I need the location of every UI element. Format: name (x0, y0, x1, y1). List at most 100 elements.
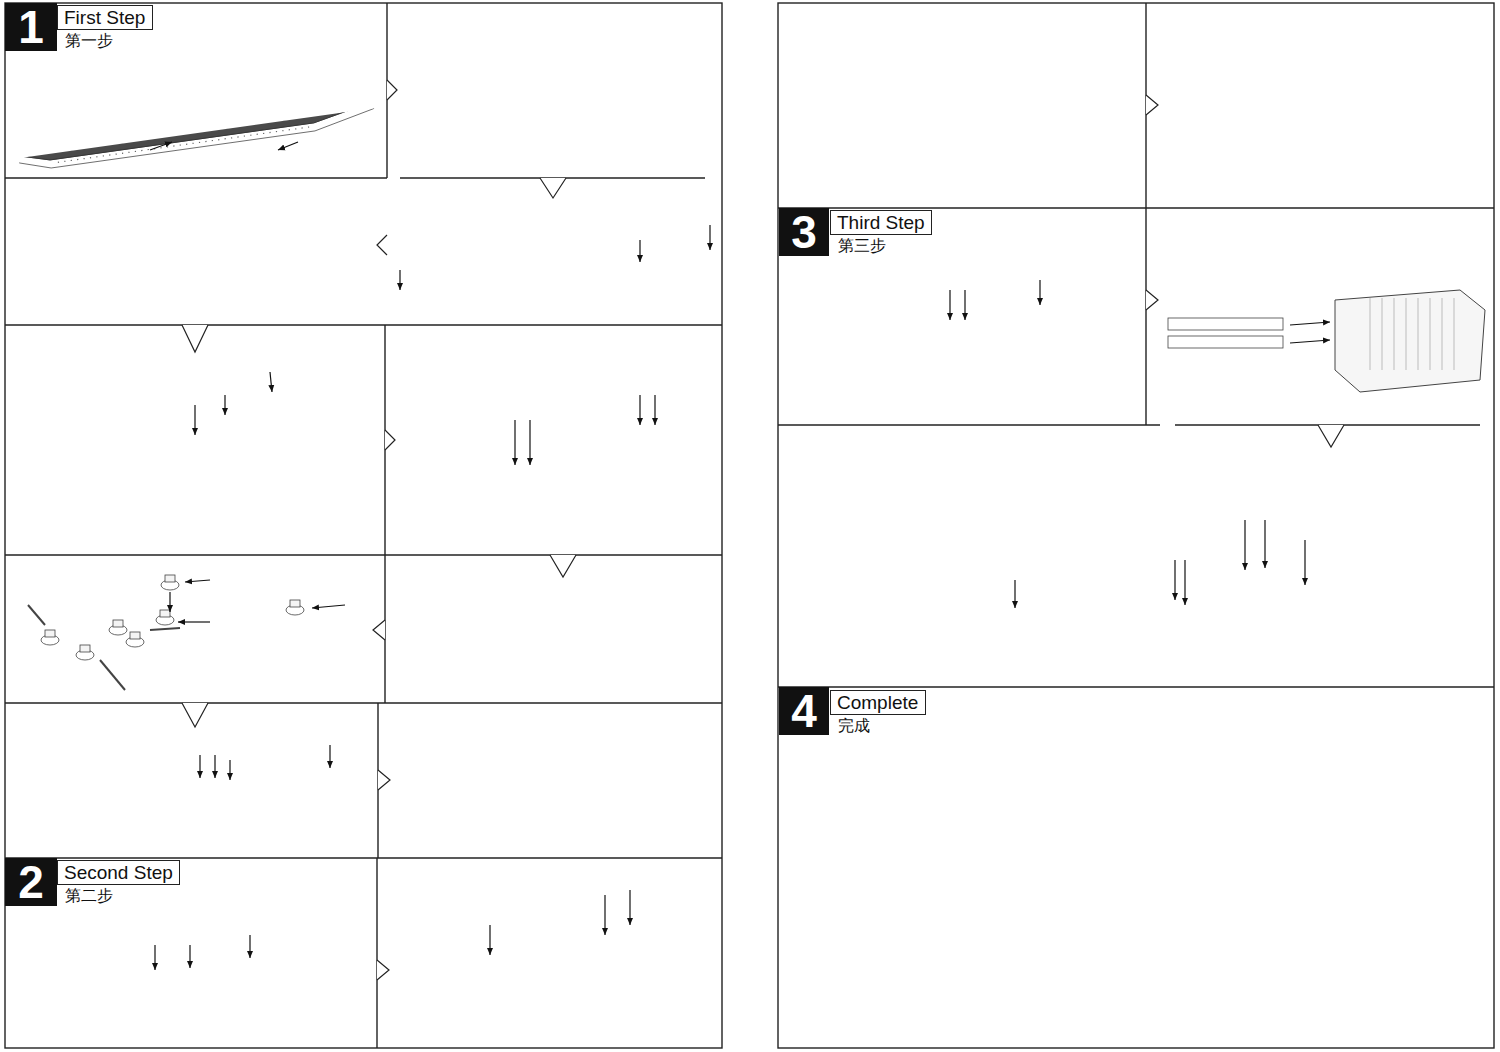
porthole (224, 138, 225, 139)
gun-part (113, 620, 123, 627)
porthole (122, 153, 123, 154)
porthole (237, 136, 238, 137)
assembly-arrow (639, 240, 640, 262)
turret-detail (1370, 298, 1371, 370)
porthole (173, 145, 174, 146)
assembly-arrow (249, 935, 250, 958)
gun-part (80, 645, 90, 652)
porthole (250, 135, 251, 136)
assembly-arrow (1014, 580, 1015, 608)
porthole (301, 127, 302, 128)
porthole (128, 152, 129, 153)
step-number: 4 (779, 687, 829, 735)
assembly-arrow (199, 755, 200, 778)
turret-ring (211, 113, 236, 130)
porthole (199, 142, 200, 143)
porthole (115, 153, 116, 154)
assembly-arrow (654, 395, 655, 425)
assembly-arrow (529, 420, 530, 465)
gun-barrel (100, 660, 125, 690)
turret-part (1335, 290, 1485, 392)
gun-part (45, 630, 55, 637)
assembly-arrow (1039, 280, 1040, 305)
porthole (77, 159, 78, 160)
step-number: 1 (5, 3, 57, 51)
step-title-chinese: 第二步 (65, 887, 113, 905)
porthole (135, 151, 136, 152)
porthole (167, 146, 168, 147)
porthole (295, 128, 296, 129)
porthole (244, 135, 245, 136)
porthole (64, 161, 65, 162)
assembly-arrow (489, 925, 490, 955)
porthole (180, 144, 181, 145)
turret-detail (1406, 298, 1407, 370)
turret-detail (1430, 298, 1431, 370)
step-heading: Second Step第二步 (57, 860, 180, 885)
step-title: First Step (64, 7, 145, 28)
porthole (141, 150, 142, 151)
assembly-arrow (189, 945, 190, 968)
porthole (263, 133, 264, 134)
gun-barrel (28, 605, 45, 625)
gun-part (130, 632, 140, 639)
assembly-arrow (169, 592, 170, 612)
turret-ring (109, 127, 134, 144)
ship-model (18, 105, 380, 173)
assembly-arrow (214, 755, 215, 778)
assembly-arrow (229, 760, 230, 780)
step-title-chinese: 第一步 (65, 32, 113, 50)
gun-barrel (150, 628, 180, 630)
step-number-text: 4 (791, 688, 817, 734)
step-number-text: 3 (791, 209, 817, 255)
gun-barrel-part (1168, 336, 1283, 348)
assembly-arrow (1184, 560, 1185, 605)
turret-detail (1394, 298, 1395, 370)
assembly-arrow (629, 890, 630, 925)
turret-ring (270, 105, 295, 122)
step-number-text: 2 (18, 859, 44, 905)
porthole (186, 144, 187, 145)
panel-frames (5, 3, 1494, 1048)
step-heading: Third Step第三步 (830, 210, 932, 235)
assembly-arrow (270, 372, 272, 392)
porthole (212, 140, 213, 141)
gun-part (165, 575, 175, 582)
assembly-arrow (514, 420, 515, 465)
step-title-chinese: 第三步 (838, 237, 886, 255)
assembly-arrow (329, 745, 330, 768)
assembly-arrow (1244, 520, 1245, 570)
porthole (276, 131, 277, 132)
step-title: Second Step (64, 862, 173, 883)
step-title: Third Step (837, 212, 925, 233)
turret-detail (1418, 298, 1419, 370)
porthole (96, 156, 97, 157)
assembly-arrow (1290, 322, 1330, 325)
assembly-arrow (1304, 540, 1305, 585)
turret-ring (57, 134, 82, 151)
turret-detail (1454, 298, 1455, 370)
assembly-arrow (154, 945, 155, 970)
porthole (160, 147, 161, 148)
assembly-arrow (278, 142, 298, 150)
step-title: Complete (837, 692, 918, 713)
porthole (257, 134, 258, 135)
step-heading: Complete完成 (830, 690, 926, 715)
turret-detail (1442, 298, 1443, 370)
porthole (205, 141, 206, 142)
assembly-arrow (178, 621, 210, 622)
porthole (308, 126, 309, 127)
porthole (58, 162, 59, 163)
porthole (192, 143, 193, 144)
assembly-arrow (639, 395, 640, 425)
assembly-arrow (185, 580, 210, 582)
step-title-chinese: 完成 (838, 717, 870, 735)
gun-part (160, 610, 170, 617)
deck (18, 105, 379, 165)
assembly-arrow (949, 290, 950, 320)
porthole (231, 137, 232, 138)
porthole (289, 129, 290, 130)
assembly-arrow (1264, 520, 1265, 568)
step-number: 3 (779, 208, 829, 256)
